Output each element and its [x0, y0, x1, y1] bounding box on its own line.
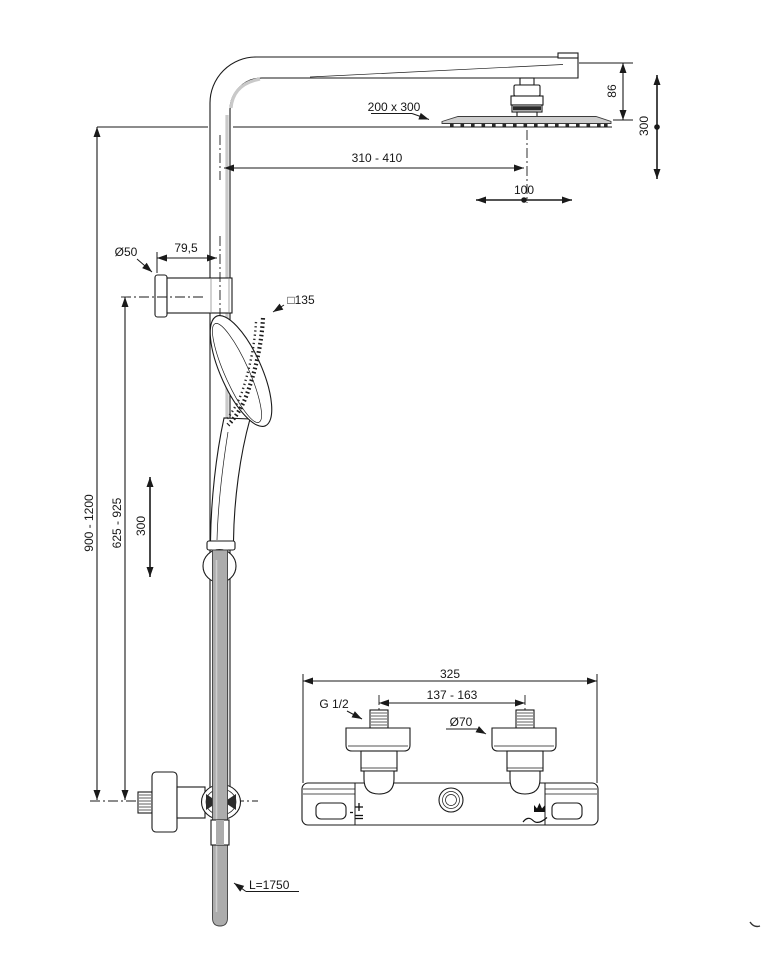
label-bracket-diameter: Ø50	[115, 245, 153, 273]
mixer-valve-front: 325 137 - 163 G 1/2 Ø70	[301, 667, 599, 826]
dim-bracket-height: 625 - 925	[110, 297, 129, 800]
wave-icon	[522, 817, 548, 824]
dim-head-drop-label: 86	[605, 84, 619, 98]
arm-end-step	[557, 52, 579, 59]
dim-inlet-centers: 137 - 163	[379, 688, 525, 707]
dim-arm-reach-label: 310 - 410	[352, 151, 403, 165]
hose-collar-center	[216, 820, 224, 845]
dim-head-drop: 86	[579, 62, 633, 121]
head-offset-dot	[521, 197, 527, 203]
label-hose-length: L=1750	[233, 878, 299, 892]
escutcheon-diameter-label: Ø70	[450, 715, 473, 729]
dim-head-offset-label: 100	[514, 183, 534, 197]
bend-shading	[229, 77, 261, 109]
handshower-head	[209, 315, 273, 427]
label-escutcheon-diameter: Ø70	[446, 715, 487, 735]
dim-valve-width: 325	[303, 667, 597, 685]
inlet-thread-label: G 1/2	[319, 697, 349, 711]
spray-face-texture-2	[225, 321, 258, 421]
dim-valve-width-label: 325	[440, 667, 460, 681]
label-inlet-thread: G 1/2	[319, 697, 363, 720]
handle-nut	[206, 540, 236, 551]
left-handle-button	[315, 802, 347, 820]
corner-mark	[749, 921, 761, 928]
crown-icon	[534, 803, 545, 812]
hose-length-label: L=1750	[249, 878, 290, 892]
right-escutcheon	[491, 727, 557, 795]
outlet-port	[438, 787, 464, 813]
ball-joint-stem	[519, 77, 535, 86]
overhead-shower	[441, 77, 612, 203]
dim-slider-travel-label: 300	[134, 516, 148, 536]
dim-head-travel-label: 300	[637, 116, 651, 136]
dim-head-offset: 100	[476, 183, 572, 204]
arm-contour-line	[309, 64, 564, 78]
riser-pipe-and-arm	[209, 52, 579, 801]
handle-rib-lines	[303, 788, 597, 795]
wall-bracket	[154, 274, 233, 318]
handle-seam	[216, 431, 229, 541]
bottom-connector	[90, 771, 258, 833]
bracket-diameter-label: Ø50	[115, 245, 138, 259]
ball-joint-upper	[513, 84, 541, 97]
head-plate-size-label: 200 x 300	[368, 100, 421, 114]
ring-wedge-left	[206, 794, 218, 810]
dim-riser-height: 900 - 1200	[82, 127, 101, 800]
label-head-plate-size: 200 x 300	[368, 100, 430, 120]
dim-slider-travel: 300	[134, 477, 154, 577]
left-inlet-thread	[369, 709, 389, 729]
dim-inlet-centers-label: 137 - 163	[427, 688, 478, 702]
ring-wedge-right	[224, 794, 236, 810]
dim-bracket-offset-label: 79,5	[174, 241, 198, 255]
temp-plus-minus-icon	[350, 803, 363, 820]
connector-body	[176, 786, 206, 819]
thread-hatch	[139, 794, 151, 811]
ball-joint-flange	[510, 95, 544, 106]
ball-joint-dark-ring	[513, 106, 541, 111]
dim-head-travel: 300	[637, 75, 661, 179]
dim-arm-reach: 310 - 410	[224, 151, 524, 172]
dim-riser-height-label: 900 - 1200	[82, 494, 96, 552]
right-inlet-thread	[515, 709, 535, 729]
bottom-escutcheon	[151, 771, 178, 833]
head-plate	[441, 116, 612, 124]
right-handle-button	[551, 802, 583, 820]
dim-bracket-height-label: 625 - 925	[110, 497, 124, 548]
dim-bracket-offset: 79,5	[156, 241, 217, 273]
left-escutcheon	[345, 727, 411, 795]
hose-tube	[212, 549, 228, 927]
hand-shower	[206, 315, 273, 551]
head-nozzles	[450, 123, 608, 127]
handshower-size-label: □135	[287, 293, 315, 307]
bracket-body	[166, 277, 233, 314]
shower-hose	[210, 549, 230, 927]
label-handshower-size: □135	[272, 293, 315, 313]
head-travel-dot	[654, 124, 660, 130]
bracket-flange	[154, 274, 168, 318]
